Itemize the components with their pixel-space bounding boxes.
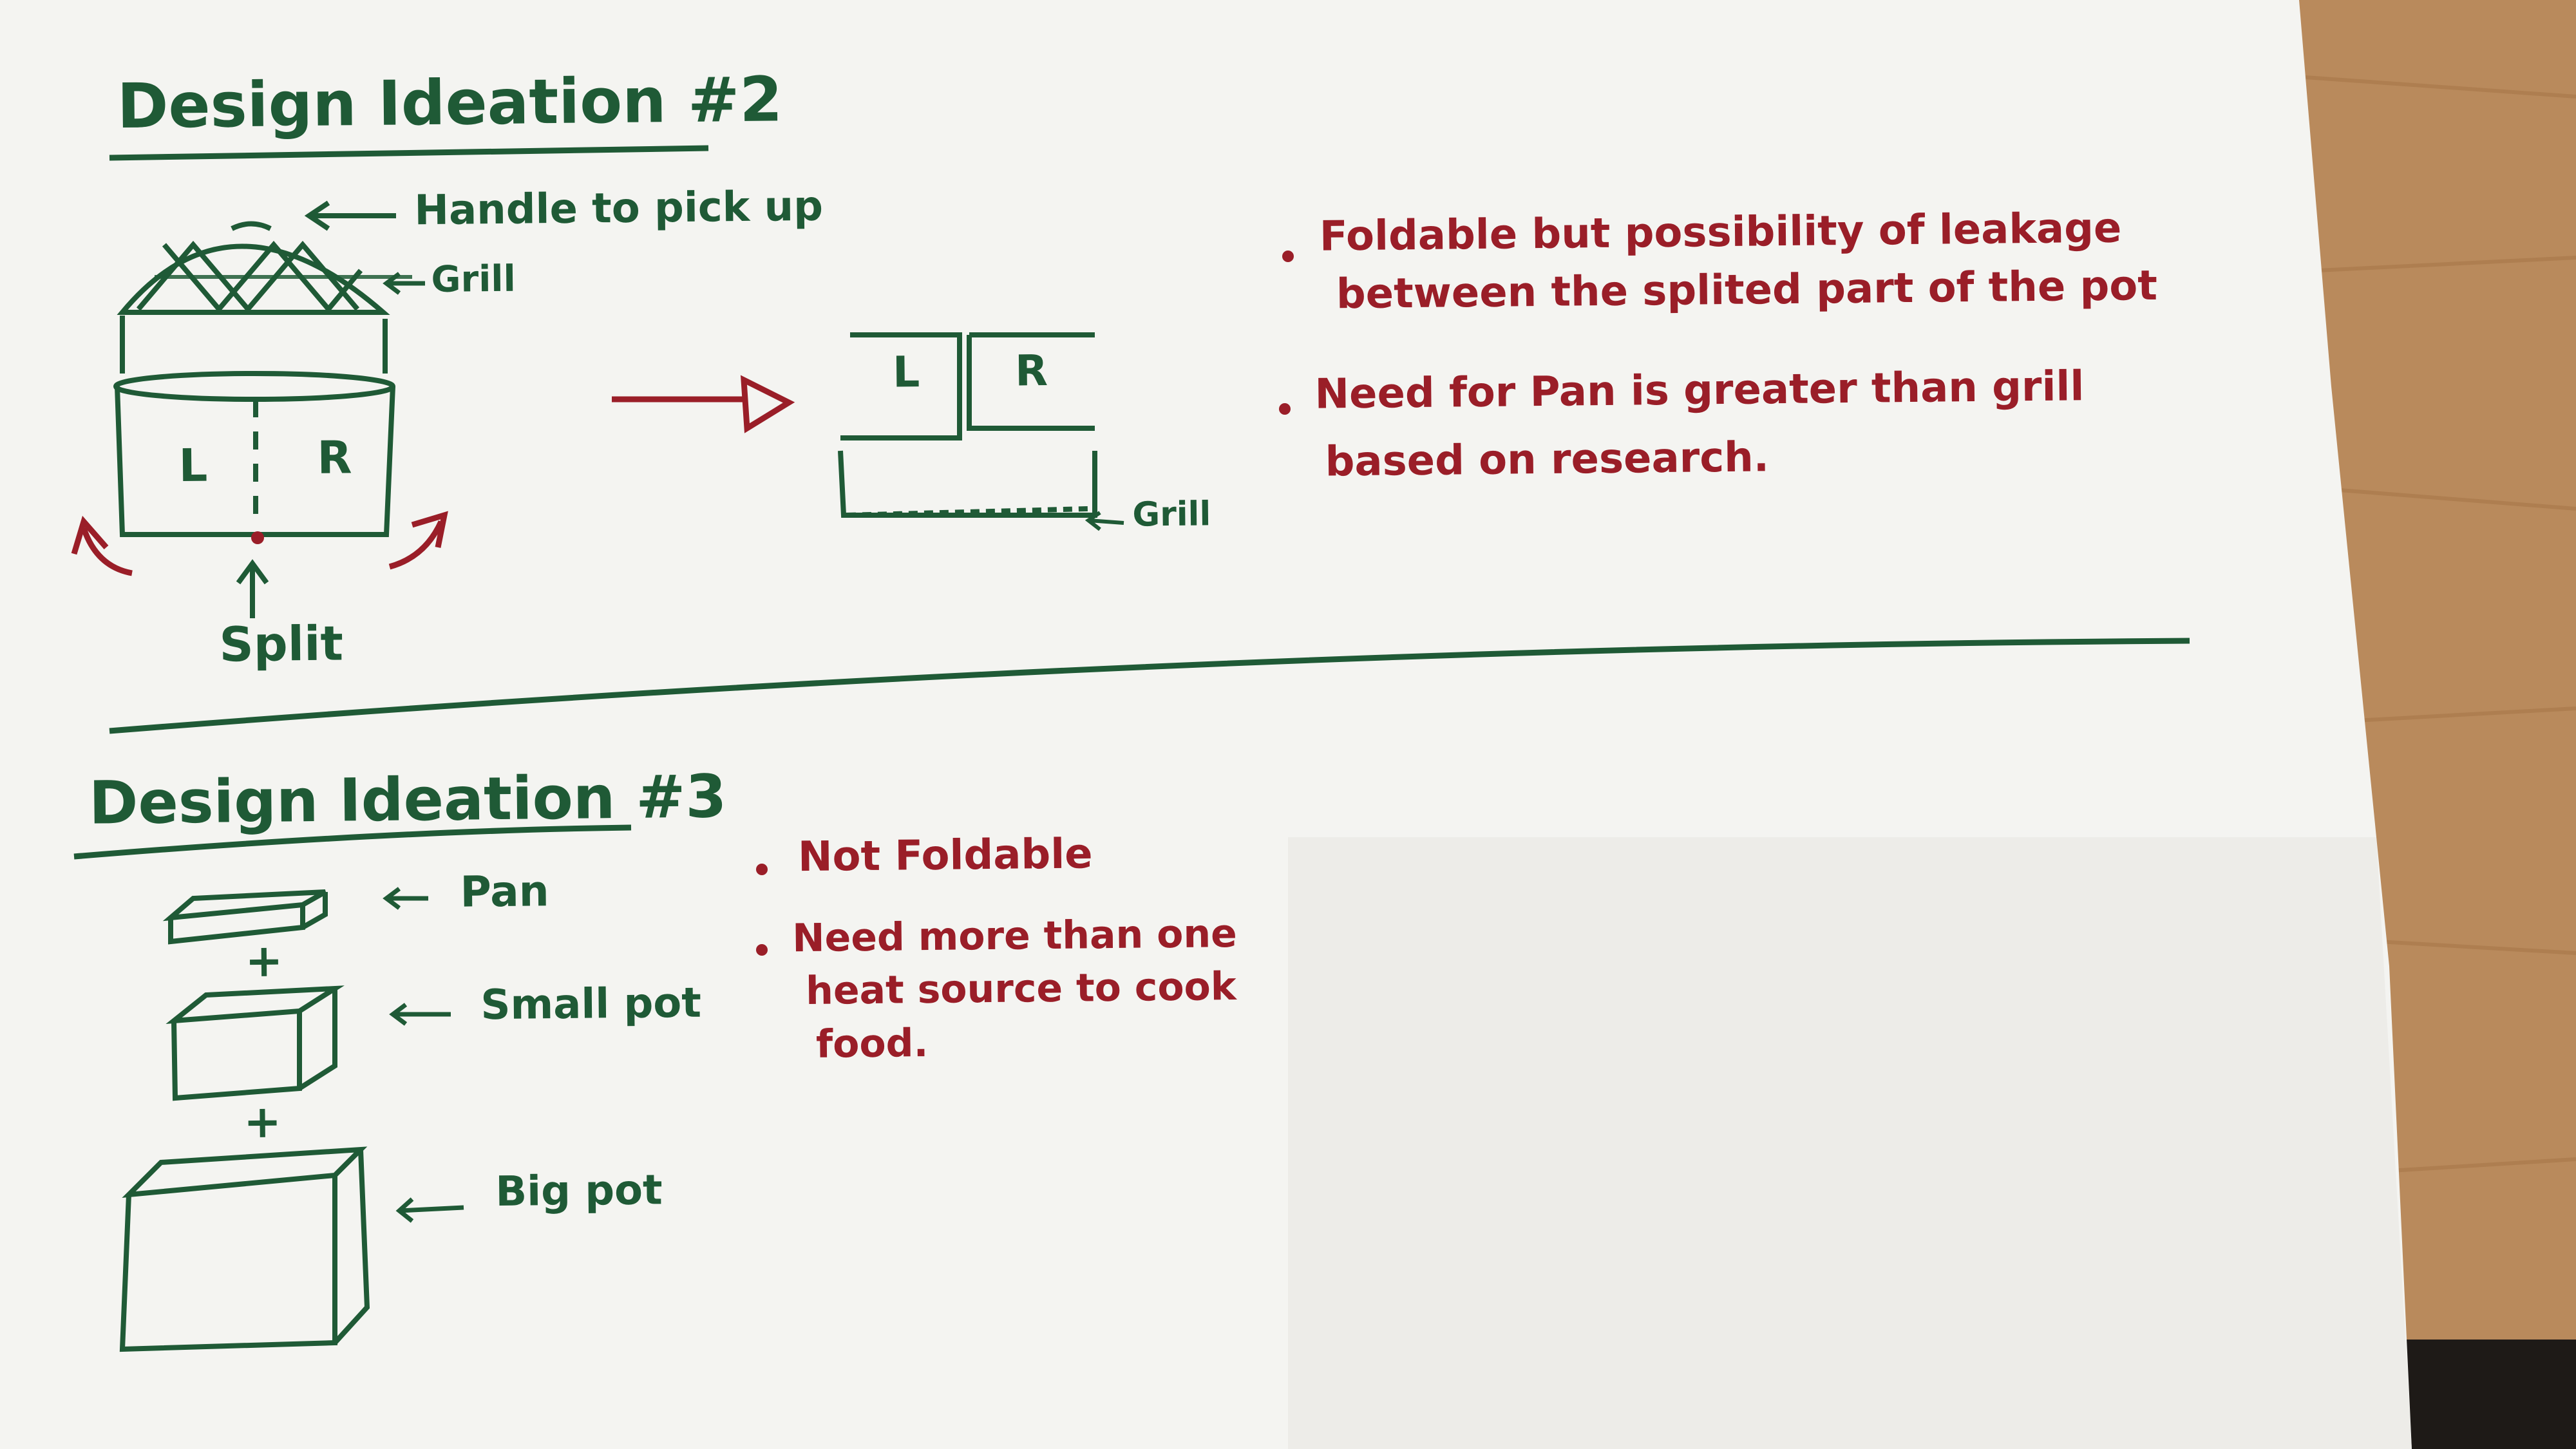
note-pan-greater-line2: based on research. (1325, 433, 1769, 486)
ideation-3-title-underline (73, 824, 632, 860)
grill-dome-drawing (117, 221, 412, 374)
small-pot-label: Small pot (480, 980, 701, 1030)
split-label: Split (219, 616, 343, 672)
rotation-arrows (71, 511, 448, 576)
paper-shadow (1288, 837, 2412, 1449)
note-heat-source-line2: heat source to cook (806, 964, 1238, 1014)
small-pot-drawing (166, 985, 345, 1101)
side-view-drawing (838, 332, 1097, 518)
split-arrow (236, 559, 269, 618)
note-heat-source-line1: Need more than one (792, 911, 1237, 961)
note-not-foldable: Not Foldable (798, 830, 1093, 881)
big-pot-label: Big pot (495, 1166, 663, 1216)
dark-table-edge (2396, 1340, 2576, 1449)
ideation-2-title: Design Ideation #2 (117, 63, 783, 142)
grill-arrow (383, 272, 425, 295)
side-view-grill-label: Grill (1132, 495, 1211, 534)
pot-left-label: L (178, 439, 207, 492)
note-pan-greater-line1: Need for Pan is greater than grill (1314, 363, 2085, 419)
section-divider (109, 638, 2190, 734)
plus-sign-2: + (243, 1095, 282, 1149)
handle-label: Handle to pick up (414, 183, 823, 235)
pan-arrow (383, 887, 428, 910)
big-pot-drawing (119, 1146, 370, 1352)
big-pot-arrow (395, 1197, 464, 1223)
ideation-3-title: Design Ideation #3 (89, 762, 727, 837)
note-bullet (756, 864, 768, 875)
pot-right-label: R (317, 431, 352, 484)
note-foldable-leakage-line1: Foldable but possibility of leakage (1320, 205, 2122, 261)
handle-arrow (304, 200, 396, 231)
note-bullet (1279, 403, 1291, 415)
plus-sign-1: + (245, 934, 283, 987)
pan-label: Pan (460, 866, 549, 916)
note-bullet (1282, 251, 1294, 262)
note-bullet (756, 944, 768, 956)
note-heat-source-line3: food. (816, 1021, 929, 1067)
side-grill-arrow (1084, 511, 1124, 531)
note-foldable-leakage-line2: between the splited part of the pot (1336, 262, 2158, 318)
small-pot-arrow (389, 1003, 451, 1026)
pan-drawing (162, 889, 328, 945)
transform-arrow (612, 375, 795, 433)
ideation-2-title-underline (109, 145, 709, 161)
split-point (251, 531, 264, 544)
side-view-right-label: R (1015, 346, 1048, 396)
side-view-left-label: L (893, 347, 920, 397)
grill-label: Grill (431, 258, 516, 301)
